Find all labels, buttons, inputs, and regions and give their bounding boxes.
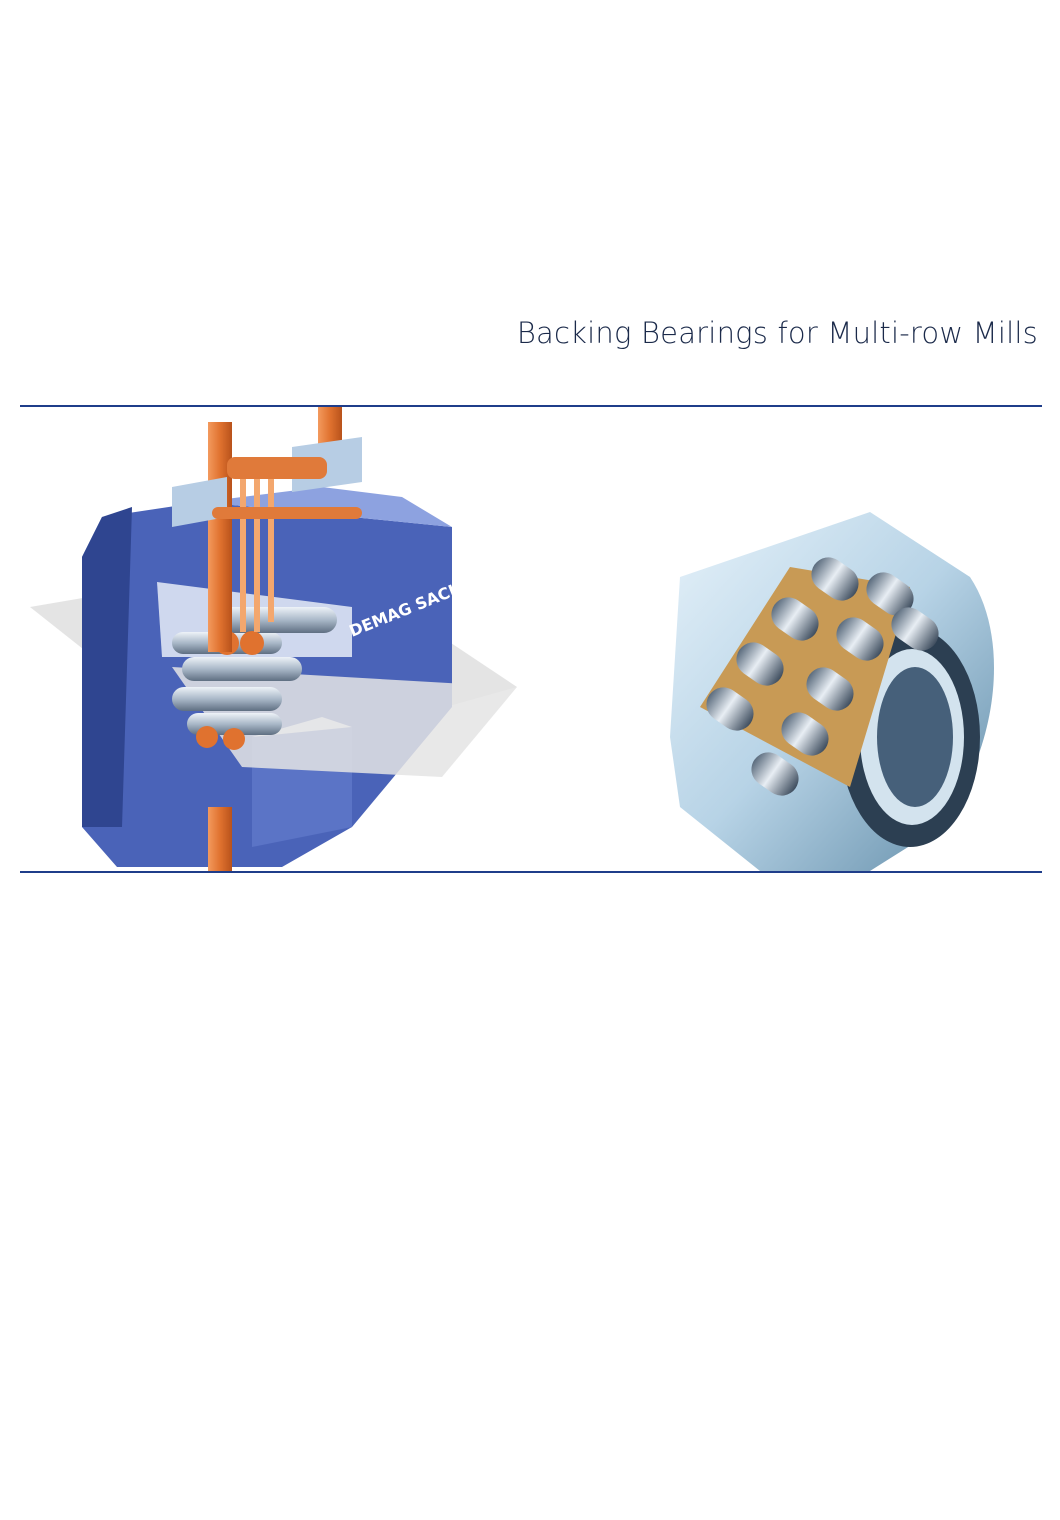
hydraulic-columns: [208, 407, 342, 871]
bottom-rule: [20, 871, 1042, 873]
bore-center: [877, 667, 953, 807]
rolling-mill-icon: DEMAG SACK SENDZIMIR: [30, 407, 542, 871]
top-manifold: [172, 437, 362, 527]
roller-rows: [706, 557, 939, 796]
roller-bearing-icon: [670, 512, 994, 871]
bearing-illustration: [640, 407, 1040, 871]
page-title: Backing Bearings for Multi-row Mills: [516, 316, 1038, 350]
housing-side: [82, 507, 132, 827]
top-rule: [20, 405, 1042, 407]
mill-illustration: DEMAG SACK SENDZIMIR: [22, 407, 542, 871]
